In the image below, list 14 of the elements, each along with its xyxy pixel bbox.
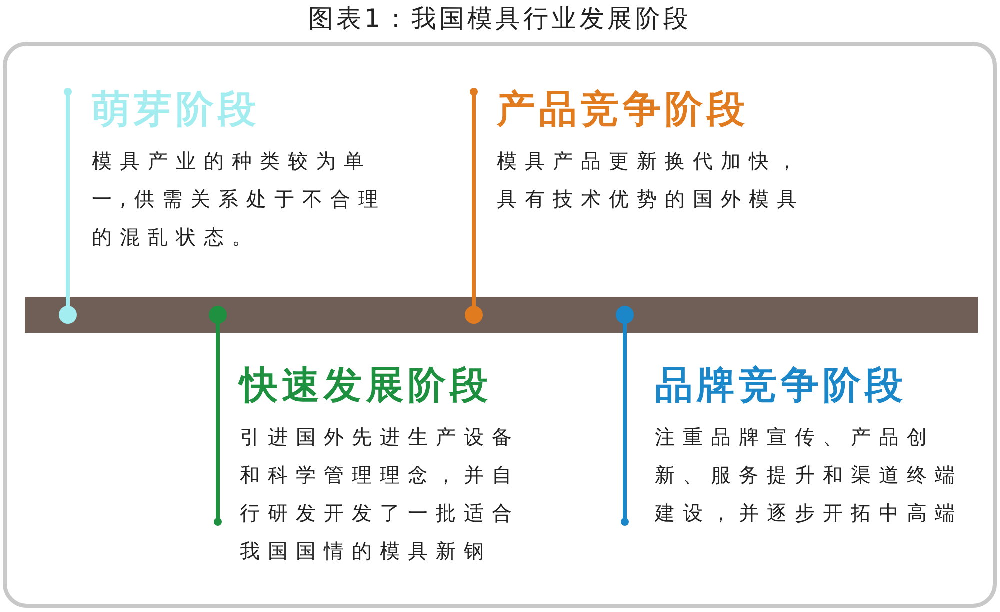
stage-heading: 快速发展阶段 bbox=[240, 362, 493, 408]
stage-heading: 萌芽阶段 bbox=[92, 86, 261, 132]
timeline-connector bbox=[209, 306, 227, 526]
title: 图表1：我国模具行业发展阶段 bbox=[308, 3, 692, 35]
stage-heading: 产品竞争阶段 bbox=[497, 86, 750, 132]
stage-description: 模具产品更新换代加快，具有技术优势的国外模具 bbox=[497, 148, 806, 213]
timeline-connector bbox=[465, 88, 483, 324]
stage-heading: 品牌竞争阶段 bbox=[655, 362, 908, 408]
stage-description: 模具产业的种类较为单一,供需关系处于不合理的混乱状态。 bbox=[92, 148, 388, 251]
timeline-connector bbox=[616, 306, 634, 526]
stage-description: 注重品牌宣传、产品创新、服务提升和渠道终端建设，并逐步开拓中高端 bbox=[655, 424, 964, 527]
stage-description: 引进国外先进生产设备和科学管理理念，并自行研发开发了一批适合我国国情的模具新钢 bbox=[240, 424, 521, 565]
timeline-bar bbox=[25, 297, 978, 333]
timeline-connector bbox=[59, 88, 77, 324]
